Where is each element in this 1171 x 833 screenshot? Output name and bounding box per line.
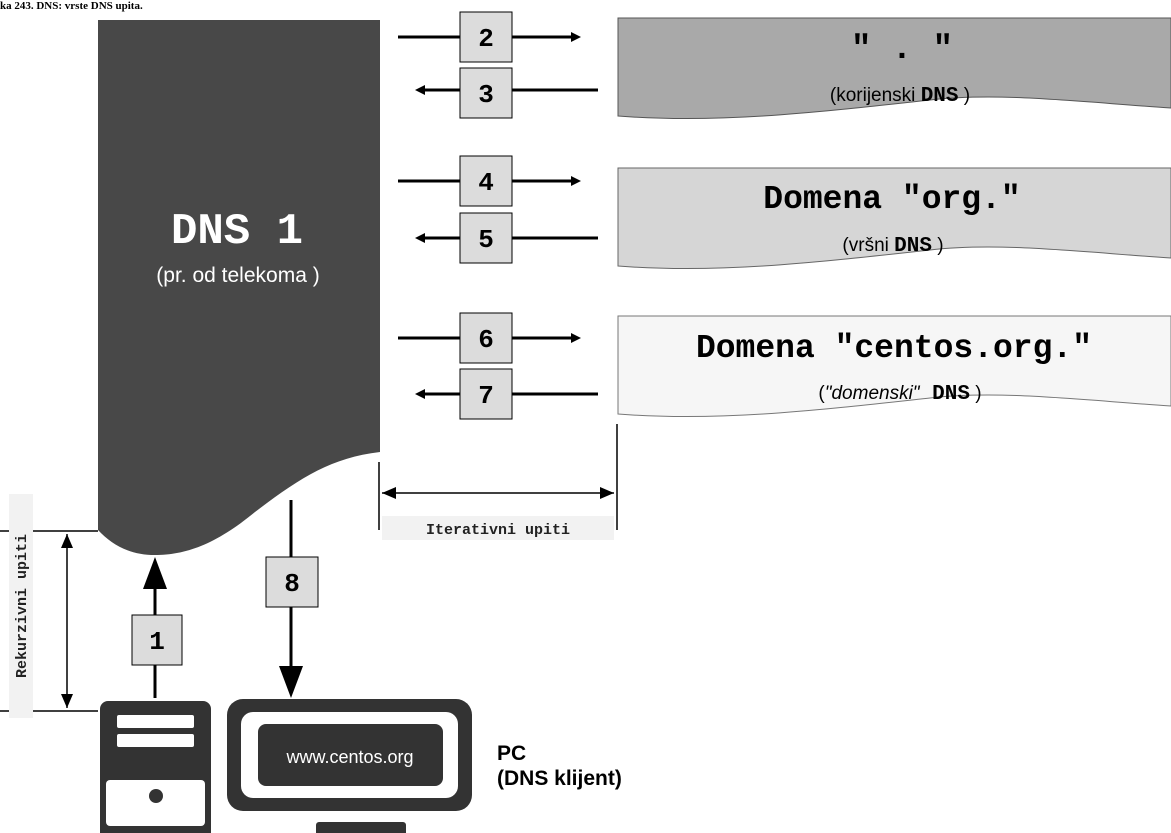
step-box-2: 2 [459, 11, 513, 63]
tld-dns-server: Domena "org." (vršni DNS ) [617, 167, 1171, 270]
step-box-4: 4 [459, 155, 513, 207]
step-label-2: 2 [478, 24, 494, 54]
figure-caption: ka 243. DNS: vrste DNS upita. [0, 0, 143, 12]
step-label-6: 6 [478, 325, 494, 355]
domain-dns-server: Domena "centos.org." ("domenski" DNS ) [617, 315, 1171, 418]
iterative-queries-label: Iterativni upiti [426, 522, 570, 539]
step-box-3: 3 [459, 67, 513, 119]
step-label-1: 1 [149, 627, 165, 657]
dns1-title: DNS 1 [171, 207, 303, 257]
step-label-8: 8 [284, 569, 300, 599]
recursive-queries-marker: Rekurzivni upiti [0, 494, 98, 718]
domain-dns-desc: ("domenski" DNS ) [818, 383, 981, 406]
tld-dns-desc: (vršni DNS ) [842, 235, 943, 258]
pc-label: PC [497, 742, 526, 765]
computer-tower-icon [100, 701, 211, 833]
iterative-queries-marker: Iterativni upiti [378, 424, 618, 540]
step-label-3: 3 [478, 80, 494, 110]
arrow-8-response: 8 [265, 500, 319, 698]
dns1-server: DNS 1 (pr. od telekoma ) [98, 20, 380, 555]
step-label-7: 7 [478, 381, 494, 411]
screen-url: www.centos.org [285, 747, 413, 767]
root-dns-desc: (korijenski DNS ) [830, 85, 970, 108]
step-box-6: 6 [459, 312, 513, 364]
recursive-queries-label: Rekurzivni upiti [14, 534, 31, 678]
step-box-5: 5 [459, 212, 513, 264]
step-box-7: 7 [459, 368, 513, 420]
domain-dns-name: Domena "centos.org." [696, 330, 1092, 367]
dns1-subtitle: (pr. od telekoma ) [156, 264, 319, 287]
root-dns-name: " . " [851, 31, 953, 69]
arrow-1-request: 1 [131, 557, 183, 698]
root-dns-server: " . " (korijenski DNS ) [617, 17, 1171, 120]
step-label-4: 4 [478, 168, 494, 198]
step-label-5: 5 [478, 225, 494, 255]
monitor-icon: www.centos.org [227, 699, 472, 833]
tld-dns-name: Domena "org." [763, 181, 1020, 218]
pc-label-subtitle: (DNS klijent) [497, 767, 622, 790]
